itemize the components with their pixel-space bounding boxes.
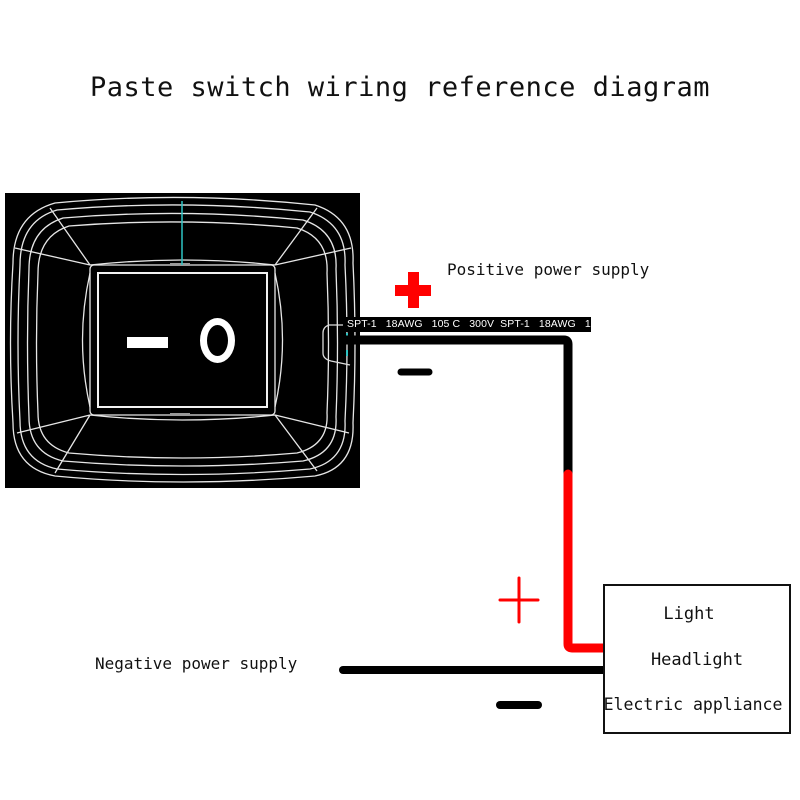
positive-plus-icon-thin xyxy=(498,576,540,624)
cable-marking-text: SPT-1 18AWG 105 C 300V SPT-1 18AWG 105 xyxy=(347,318,591,330)
load-item-electric-appliance: Electric appliance xyxy=(603,695,783,714)
on-symbol xyxy=(200,318,235,363)
load-item-headlight: Headlight xyxy=(650,650,744,670)
off-symbol xyxy=(127,337,168,348)
positive-supply-label: Positive power supply xyxy=(447,260,650,279)
rocker-switch-drawing xyxy=(9,196,356,483)
switch-output-wire xyxy=(345,335,573,476)
positive-plus-icon-bold xyxy=(395,272,431,308)
diagram-title: Paste switch wiring reference diagram xyxy=(90,72,710,103)
cable-marking: SPT-1 18AWG 105 C 300V SPT-1 18AWG 105 xyxy=(343,317,591,332)
load-item-light: Light xyxy=(663,604,715,624)
load-box: Light Headlight Electric appliance xyxy=(603,584,791,734)
negative-supply-label: Negative power supply xyxy=(95,654,298,673)
rocker-switch: – O xyxy=(5,193,360,488)
positive-wire xyxy=(563,469,609,653)
